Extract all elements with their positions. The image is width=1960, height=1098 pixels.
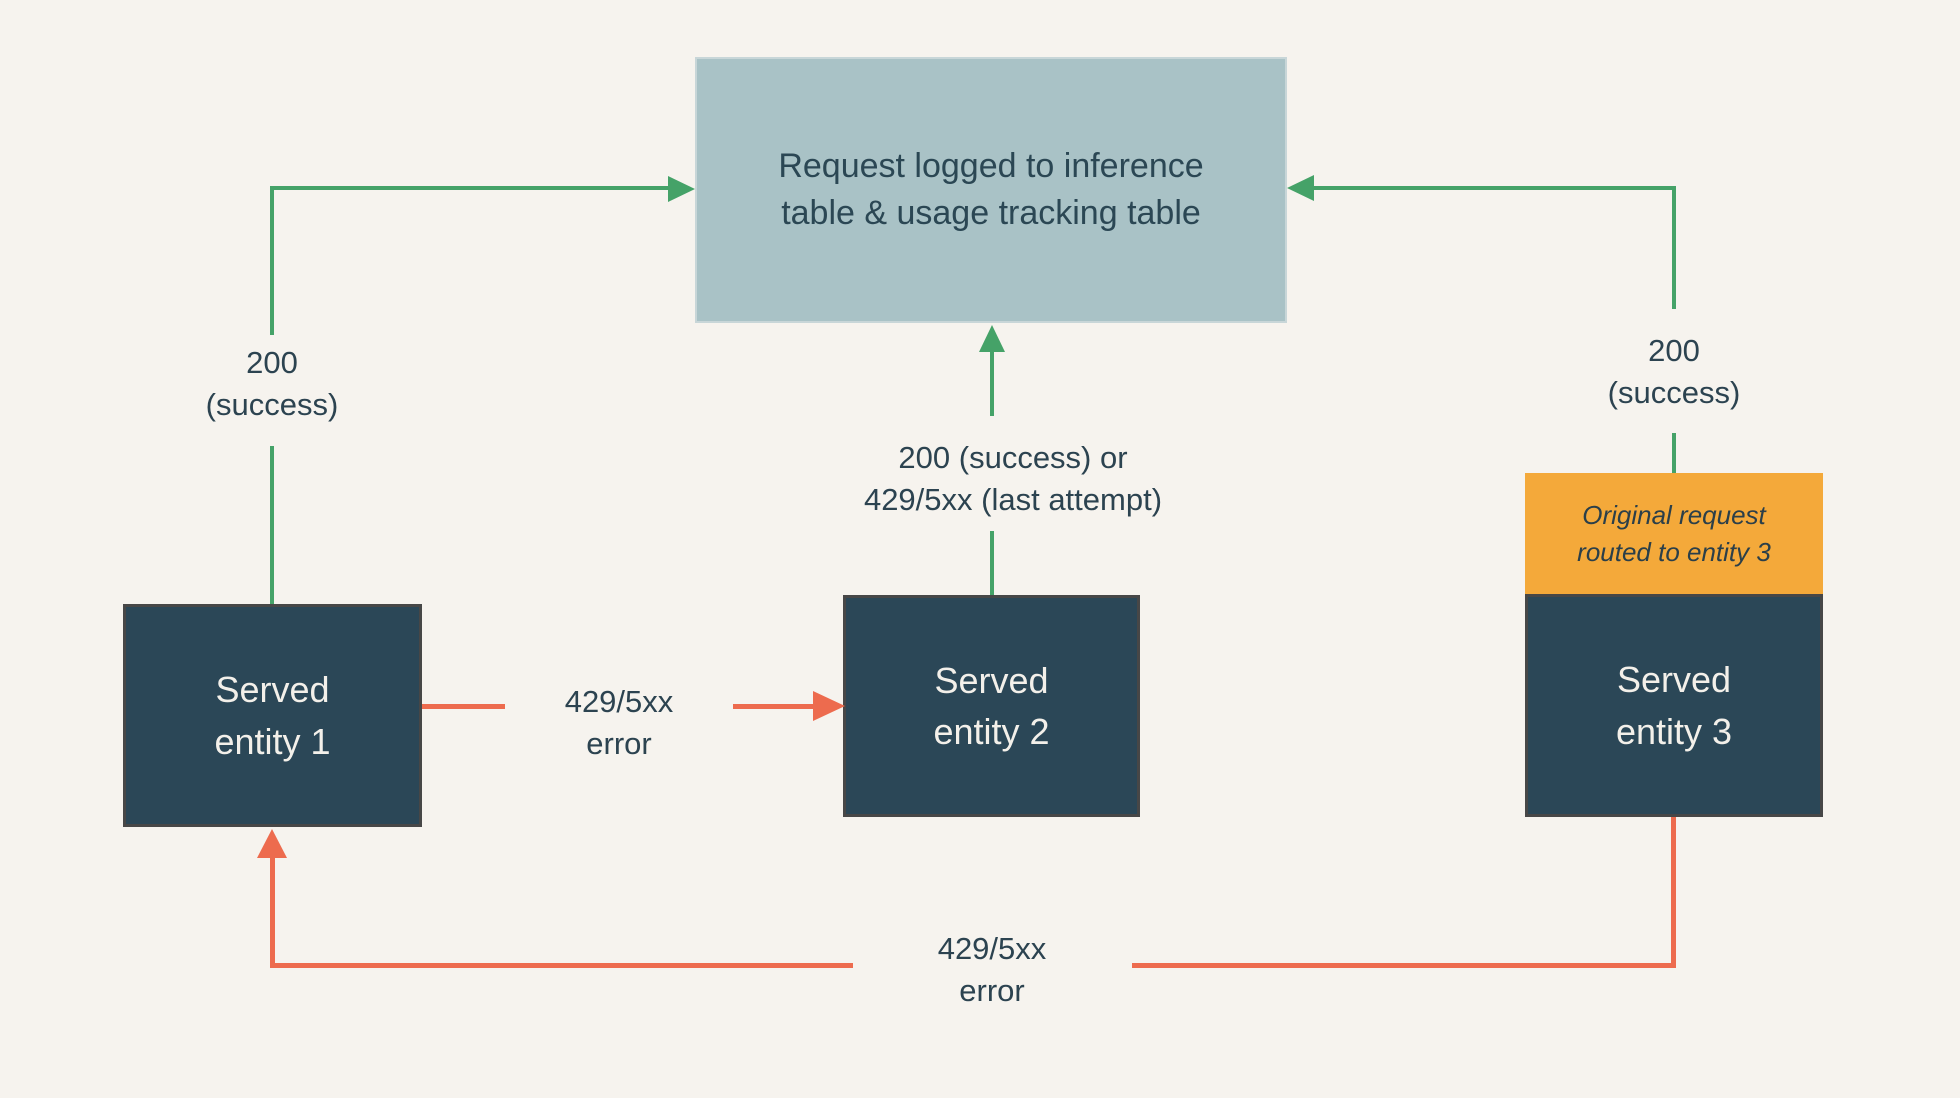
entity3-error-edge-horizontal-left xyxy=(270,963,853,968)
entity1-error-arrowhead-icon xyxy=(813,691,845,721)
entity3-success-edge-label: 200 (success) xyxy=(1607,333,1741,411)
entity3-error-arrowhead-icon xyxy=(257,829,287,858)
served-entity-2-label: Served entity 2 xyxy=(933,659,1050,752)
entity1-success-edge-horizontal xyxy=(270,186,668,190)
entity3-error-edge-vertical-right xyxy=(1671,817,1676,968)
log-table-node-label: Request logged to inference table & usag… xyxy=(778,147,1204,232)
entity1-error-edge-segment-right xyxy=(733,704,813,709)
entity3-success-edge-horizontal xyxy=(1314,186,1676,190)
entity2-result-arrowhead-icon xyxy=(979,325,1005,352)
original-request-badge: Original request routed to entity 3 xyxy=(1525,473,1823,594)
entity3-success-edge-vertical-lower xyxy=(1672,433,1676,473)
served-entity-3-label: Served entity 3 xyxy=(1615,659,1733,752)
served-entity-1-node: Served entity 1 xyxy=(123,604,422,827)
entity3-error-edge-horizontal-right xyxy=(1132,963,1676,968)
entity1-error-edge-segment-left xyxy=(422,704,505,709)
entity2-result-edge-vertical-lower xyxy=(990,531,994,595)
entity3-error-edge-vertical-left xyxy=(270,858,275,968)
entity3-success-arrowhead-icon xyxy=(1287,175,1314,201)
entity1-success-arrowhead-icon xyxy=(668,176,695,202)
entity1-success-edge-vertical-lower xyxy=(270,446,274,604)
entity2-result-edge-vertical-upper xyxy=(990,352,994,416)
log-table-node: Request logged to inference table & usag… xyxy=(695,57,1287,323)
entity2-result-edge-label: 200 (success) or 429/5xx (last attempt) xyxy=(863,440,1163,518)
served-entity-1-label: Served entity 1 xyxy=(214,669,331,762)
served-entity-2-node: Served entity 2 xyxy=(843,595,1140,817)
served-entity-3-node: Served entity 3 xyxy=(1525,594,1823,817)
entity3-error-edge-label: 429/5xx error xyxy=(937,931,1047,1009)
entity1-error-edge-label: 429/5xx error xyxy=(564,684,674,762)
entity1-success-edge-vertical-upper xyxy=(270,186,274,335)
entity1-success-edge-label: 200 (success) xyxy=(205,345,339,423)
original-request-badge-label: Original request routed to entity 3 xyxy=(1577,500,1771,567)
entity3-success-edge-vertical-upper xyxy=(1672,186,1676,309)
